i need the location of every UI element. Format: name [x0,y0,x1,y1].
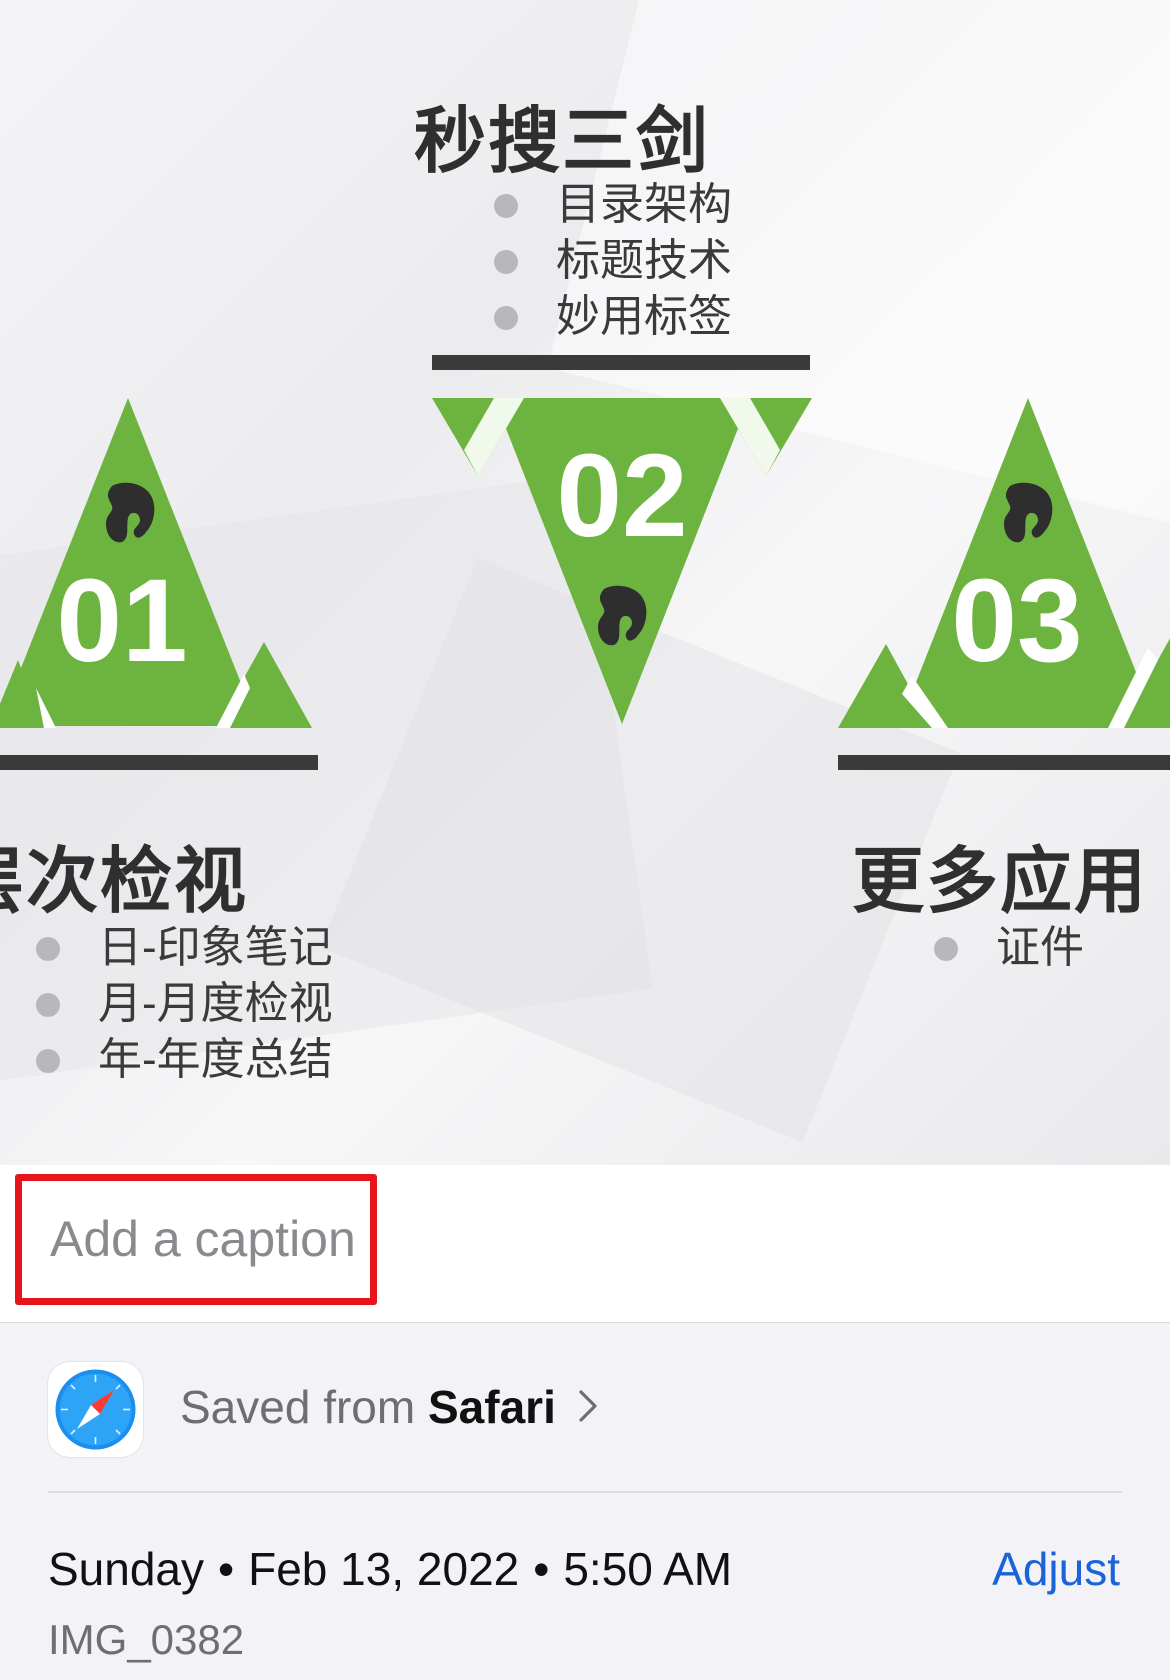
evernote-elephant-icon [598,585,647,646]
bullet-dot [934,937,958,961]
right-number: 03 [951,555,1083,687]
bullet-item: 日-印象笔记 [36,920,333,976]
right-title: 更多应用 [852,842,1149,922]
bullet-item: 妙用标签 [494,289,732,345]
bullet-dot [36,1049,60,1073]
adjust-button[interactable]: Adjust [992,1543,1120,1595]
separator: • [533,1543,550,1595]
filename-label: IMG_0382 [48,1616,245,1663]
left-triangle-graphic [0,398,312,728]
left-bullet-list: 日-印象笔记 月-月度检视 年-年度总结 [36,920,333,1088]
bullet-dot [494,306,518,330]
bullet-item: 证件 [934,920,1084,976]
bullet-dot [36,937,60,961]
divider [48,1491,1122,1493]
highlight-box [15,1174,377,1305]
center-bullet-list: 目录架构 标题技术 妙用标签 [494,177,732,345]
date-time: Sunday•Feb 13, 2022•5:50 AM [48,1542,732,1596]
right-divider-bar [838,755,1170,770]
bullet-dot [36,993,60,1017]
bullet-dot [494,194,518,218]
bullet-item: 标题技术 [494,233,732,289]
left-divider-bar [0,755,318,770]
center-number: 02 [556,430,688,562]
center-divider-bar [432,355,810,370]
bullet-item: 目录架构 [494,177,732,233]
bullet-item: 年-年度总结 [36,1032,333,1088]
left-number: 01 [56,555,188,687]
source-app-name: Safari [428,1381,556,1433]
safari-icon [48,1362,143,1457]
saved-prefix: Saved from [180,1381,416,1433]
time-label: 5:50 AM [563,1543,733,1595]
right-bullet-list: 证件 [934,920,1084,976]
bullet-item: 月-月度检视 [36,976,333,1032]
separator: • [218,1543,235,1595]
caption-field[interactable]: Add a caption [50,1211,356,1267]
chevron-right-icon [577,1380,599,1434]
date-label: Feb 13, 2022 [248,1543,520,1595]
saved-from-row[interactable]: Saved from Safari [48,1362,1123,1457]
right-triangle-graphic [838,398,1170,728]
saved-from-label: Saved from Safari [180,1380,599,1434]
evernote-elephant-icon [106,482,155,543]
day-label: Sunday [48,1543,205,1595]
evernote-elephant-icon [1004,482,1053,543]
photo-view[interactable]: 秒搜三剑 目录架构 标题技术 妙用标签 02 01 03 [0,0,1170,1165]
center-triangle-graphic [432,398,812,724]
bullet-dot [494,250,518,274]
left-title: 层次检视 [0,842,249,922]
caption-area: Add a caption [0,1165,1170,1323]
center-title: 秒搜三剑 [414,102,711,182]
